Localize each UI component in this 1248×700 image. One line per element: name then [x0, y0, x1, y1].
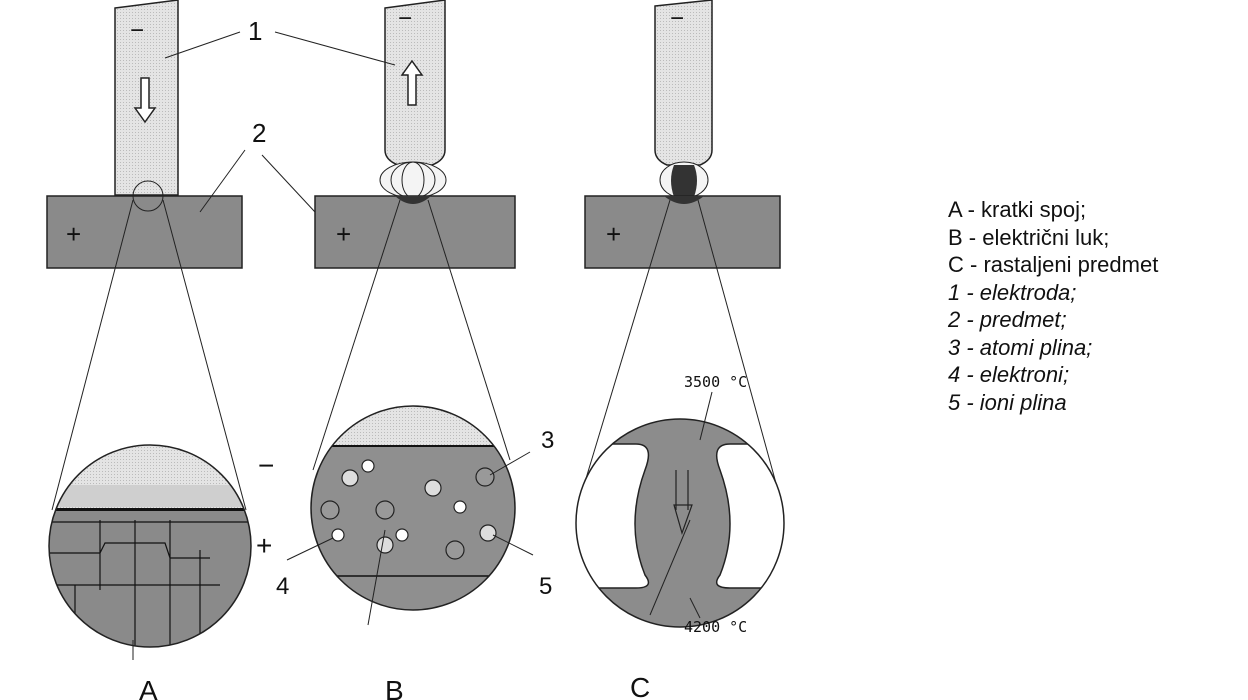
- panel-a-label: A: [139, 675, 158, 700]
- callout-2: 2: [252, 118, 266, 148]
- gas-ions: [341, 469, 497, 554]
- plate-c: [584, 195, 781, 269]
- electrode-c-sign: −: [670, 5, 684, 32]
- legend: A - kratki spoj; B - električni luk; C -…: [948, 196, 1158, 416]
- legend-item: 3 - atomi plina;: [948, 334, 1093, 360]
- gas-atoms: [320, 467, 495, 560]
- temp-top: 3500 °C: [684, 373, 747, 391]
- zoom-line: [162, 199, 247, 511]
- arrow-up-icon: [400, 59, 424, 106]
- contact-zone-a: [132, 180, 164, 212]
- panel-c: − + 3500 °C 4200 °C C: [575, 0, 785, 700]
- zoom-line: [51, 199, 134, 511]
- panel-b: − + 3 5: [276, 0, 554, 700]
- zoom-circle-b: [311, 406, 515, 610]
- legend-item: B - električni luk;: [948, 224, 1110, 250]
- legend-item: 1 - elektroda;: [948, 279, 1077, 305]
- panel-b-label: B: [385, 675, 404, 700]
- legend-item: A - kratki spoj;: [948, 197, 1087, 222]
- callout-1: 1: [248, 16, 262, 46]
- plate-a: [46, 195, 243, 269]
- callout-3: 3: [541, 427, 554, 454]
- arrow-down-icon: [133, 77, 157, 124]
- plate-c-sign: +: [606, 219, 621, 249]
- plate-b-sign: +: [336, 219, 351, 249]
- molten-bridge: [671, 165, 697, 197]
- electrode-b-sign: −: [398, 5, 412, 32]
- electrode-c: [654, 0, 713, 166]
- plate-b: [314, 195, 516, 269]
- temp-bottom: 4200 °C: [684, 618, 747, 636]
- zoom-a-top-sign: −: [258, 450, 274, 481]
- electrons: [331, 459, 467, 542]
- legend-item: 2 - predmet;: [948, 307, 1067, 332]
- electrode-a-sign: −: [130, 17, 144, 44]
- legend-item: 5 - ioni plina: [948, 389, 1067, 415]
- panel-a: − + − + A: [46, 0, 274, 700]
- arc-b: [379, 161, 447, 199]
- plate-a-sign: +: [66, 219, 81, 249]
- callout-5: 5: [539, 573, 552, 600]
- legend-item: C - rastaljeni predmet: [948, 252, 1159, 277]
- zoom-circle-c: [576, 419, 784, 627]
- legend-item: 4 - elektroni;: [948, 362, 1070, 387]
- callout-4: 4: [276, 573, 289, 600]
- panel-c-label: C: [630, 672, 650, 700]
- zoom-a-bottom-sign: +: [256, 530, 272, 561]
